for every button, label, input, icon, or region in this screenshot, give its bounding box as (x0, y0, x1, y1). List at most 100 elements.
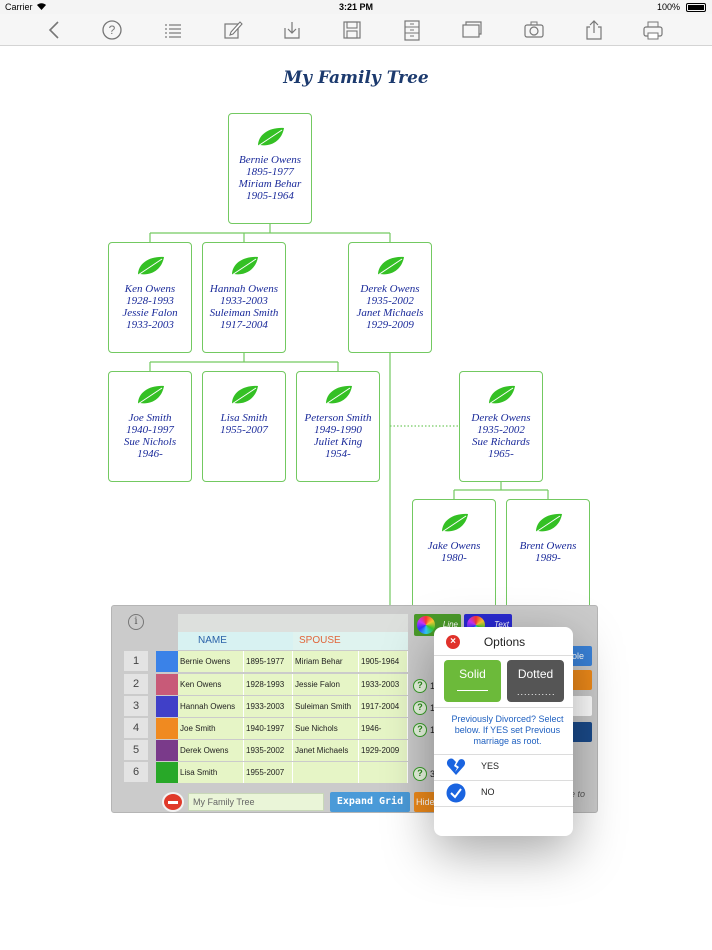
help-question-button[interactable]: ? (413, 723, 427, 737)
color-swatch[interactable] (156, 740, 178, 761)
years-cell[interactable]: 1933-2003 (244, 696, 293, 717)
edit-icon[interactable] (222, 19, 244, 41)
name-cell[interactable]: Lisa Smith (178, 762, 244, 783)
color-swatch[interactable] (156, 651, 178, 672)
color-swatch[interactable] (156, 674, 178, 695)
node-line: 1917-2004 (220, 319, 268, 331)
side-button-orange[interactable] (570, 670, 592, 690)
side-button-white[interactable] (570, 696, 592, 716)
spouse-years-cell[interactable]: 1917-2004 (359, 696, 408, 717)
node-line: 1965- (488, 448, 514, 460)
download-icon[interactable] (281, 19, 303, 41)
years-cell[interactable]: 1895-1977 (244, 651, 293, 672)
spouse-cell[interactable]: Sue Nichols (293, 718, 359, 739)
column-header-name[interactable]: NAME (178, 632, 293, 650)
wifi-icon (36, 2, 47, 13)
name-cell[interactable]: Joe Smith (178, 718, 244, 739)
name-cell[interactable]: Derek Owens (178, 740, 244, 761)
node-line: Bernie Owens (238, 154, 301, 166)
spouse-years-cell[interactable]: 1905-1964 (359, 651, 408, 672)
divider (434, 806, 573, 807)
option-yes[interactable]: YES (434, 755, 573, 779)
node-line: 1989- (535, 552, 561, 564)
table-row[interactable]: 2 Ken Owens 1928-1993 Jessie Falon 1933-… (124, 673, 408, 695)
side-button-navy[interactable] (570, 722, 592, 742)
name-cell[interactable]: Bernie Owens (178, 651, 244, 672)
tree-node[interactable]: Lisa Smith 1955-2007 (202, 371, 286, 482)
tree-node[interactable]: Jake Owens 1980- (412, 499, 496, 610)
expand-grid-button[interactable]: Expand Grid (330, 792, 410, 812)
node-line: Brent Owens (519, 540, 577, 552)
dotted-label: Dotted (517, 667, 554, 681)
tree-node[interactable]: Ken Owens 1928-1993 Jessie Falon 1933-20… (108, 242, 192, 353)
table-row[interactable]: 3 Hannah Owens 1933-2003 Suleiman Smith … (124, 695, 408, 717)
years-cell[interactable]: 1928-1993 (244, 674, 293, 695)
leaf-icon (535, 513, 562, 533)
tree-node[interactable]: Derek Owens 1935-2002 Janet Michaels 192… (348, 242, 432, 353)
clock: 3:21 PM (338, 2, 373, 12)
table-row[interactable]: 5 Derek Owens 1935-2002 Janet Michaels 1… (124, 739, 408, 761)
help-question-button[interactable]: ? (413, 767, 427, 781)
spouse-years-cell[interactable]: 1929-2009 (359, 740, 408, 761)
back-icon[interactable] (44, 19, 66, 41)
tree-node[interactable]: Brent Owens 1989- (506, 499, 590, 610)
close-icon[interactable]: × (446, 635, 460, 649)
option-no[interactable]: NO (434, 781, 573, 805)
help-question-button[interactable]: ? (413, 701, 427, 715)
tree-node[interactable]: Derek Owens 1935-2002 Sue Richards 1965- (459, 371, 543, 482)
spouse-years-cell[interactable]: 1946- (359, 718, 408, 739)
print-icon[interactable] (642, 19, 664, 41)
node-line: Jessie Falon (122, 307, 178, 319)
table-row[interactable]: 6 Lisa Smith 1955-2007 (124, 761, 408, 783)
spouse-years-cell[interactable] (359, 762, 408, 783)
help-icon[interactable]: ? (101, 19, 123, 41)
row-number: 4 (124, 718, 148, 738)
color-swatch[interactable] (156, 718, 178, 739)
list-icon[interactable] (162, 19, 184, 41)
leaf-icon (231, 385, 258, 405)
divider (434, 754, 573, 755)
color-swatch[interactable] (156, 696, 178, 717)
column-header-spouse[interactable]: SPOUSE (293, 632, 408, 650)
row-number: 6 (124, 762, 148, 782)
save-icon[interactable] (341, 19, 363, 41)
tree-node[interactable]: Bernie Owens 1895-1977 Miriam Behar 1905… (228, 113, 312, 224)
dotted-line-button[interactable]: Dotted ........... (507, 660, 564, 702)
name-cell[interactable]: Hannah Owens (178, 696, 244, 717)
delete-icon[interactable] (162, 792, 184, 812)
node-line: Miriam Behar (238, 178, 302, 190)
node-line: Suleiman Smith (209, 307, 279, 319)
windows-icon[interactable] (461, 19, 483, 41)
table-row[interactable]: 4 Joe Smith 1940-1997 Sue Nichols 1946- (124, 717, 408, 739)
color-swatch[interactable] (156, 762, 178, 783)
row-count: 1 (430, 703, 436, 713)
name-cell[interactable]: Ken Owens (178, 674, 244, 695)
info-icon[interactable]: i (128, 614, 144, 630)
row-number: 1 (124, 651, 148, 671)
table-row[interactable]: 1 Bernie Owens 1895-1977 Miriam Behar 19… (124, 650, 408, 672)
spouse-cell[interactable]: Janet Michaels (293, 740, 359, 761)
years-cell[interactable]: 1940-1997 (244, 718, 293, 739)
tree-node[interactable]: Hannah Owens 1933-2003 Suleiman Smith 19… (202, 242, 286, 353)
tree-node[interactable]: Joe Smith 1940-1997 Sue Nichols 1946- (108, 371, 192, 482)
spouse-cell[interactable]: Jessie Falon (293, 674, 359, 695)
years-cell[interactable]: 1955-2007 (244, 762, 293, 783)
node-line: Juliet King (313, 436, 363, 448)
help-question-button[interactable]: ? (413, 679, 427, 693)
years-cell[interactable]: 1935-2002 (244, 740, 293, 761)
spouse-years-cell[interactable]: 1933-2003 (359, 674, 408, 695)
camera-icon[interactable] (523, 19, 545, 41)
spouse-cell[interactable]: Suleiman Smith (293, 696, 359, 717)
color-wheel-icon (417, 616, 435, 634)
tree-node[interactable]: Peterson Smith 1949-1990 Juliet King 195… (296, 371, 380, 482)
cabinet-icon[interactable] (401, 19, 423, 41)
share-icon[interactable] (583, 19, 605, 41)
leaf-icon (231, 256, 258, 276)
side-button-blue[interactable]: ole (570, 646, 592, 666)
spouse-cell[interactable]: Miriam Behar (293, 651, 359, 672)
hide-button[interactable]: Hide (414, 792, 438, 812)
solid-line-button[interactable]: Solid (444, 660, 501, 702)
spouse-cell[interactable] (293, 762, 359, 783)
battery-icon (686, 3, 706, 12)
tree-name-input[interactable]: My Family Tree (188, 793, 324, 811)
